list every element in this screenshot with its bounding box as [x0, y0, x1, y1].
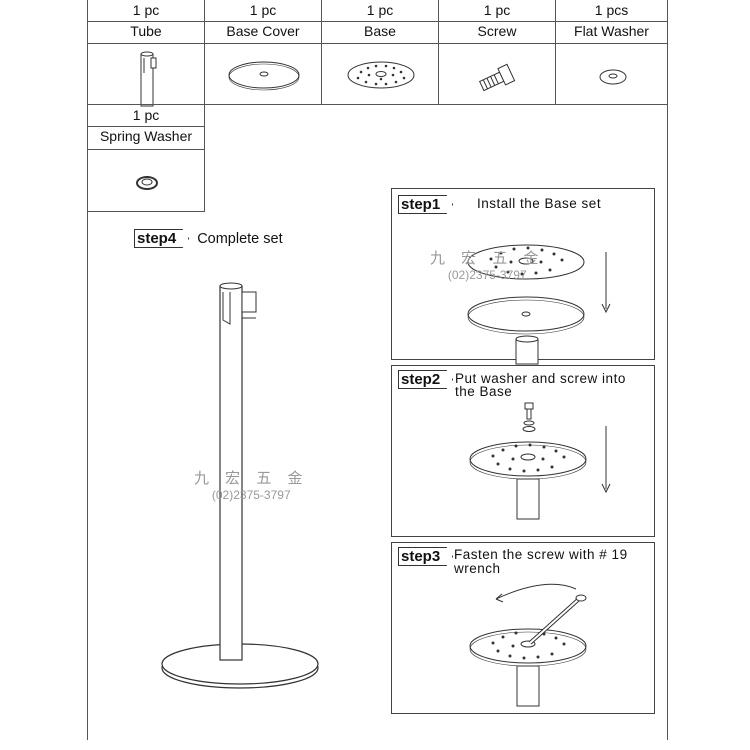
part-name: Base	[364, 23, 396, 39]
step3-box: step3 Fasten the screw with # 19 wrench	[391, 542, 655, 714]
step3-tag: step3	[398, 547, 454, 566]
part-qty: 1 pc	[483, 2, 511, 18]
step2-text-line1: Put washer and screw into	[455, 371, 626, 386]
part-qty: 1 pc	[132, 107, 160, 123]
step2-text-line2: the Base	[455, 384, 513, 399]
part-qty: 1 pc	[366, 2, 394, 18]
part-name: Base Cover	[226, 23, 300, 39]
watermark-main: 九 宏 五 金 (02)2375-3797	[194, 467, 309, 502]
step4-tag: step4	[134, 229, 190, 248]
part-qty: 1 pc	[249, 2, 277, 18]
step4-text: Complete set	[197, 231, 283, 247]
step3-illustration	[469, 583, 587, 707]
step1-heading: step1	[398, 195, 461, 214]
base-icon	[347, 61, 415, 89]
part-cell-screw: 1 pc Screw	[438, 0, 556, 105]
step3-heading: step3	[398, 547, 461, 566]
step1-text: Install the Base set	[477, 196, 602, 211]
base-cover-icon	[228, 61, 300, 91]
watermark-phone: (02)2375-3797	[447, 268, 527, 282]
part-cell-base-cover: 1 pc Base Cover	[204, 0, 322, 105]
part-qty: 1 pcs	[594, 2, 629, 18]
flat-washer-icon	[599, 69, 627, 85]
step2-tag: step2	[398, 370, 454, 389]
screw-icon	[479, 63, 516, 92]
part-cell-spring-washer: 1 pc Spring Washer	[87, 104, 205, 212]
document-frame	[87, 0, 668, 740]
step4-heading: step4 Complete set	[134, 229, 283, 248]
step2-box: step2 Put washer and screw into the Base	[391, 365, 655, 537]
step1-box: step1 Install the Base set 九 宏 五 金 (02)2…	[391, 188, 655, 365]
watermark-phone: (02)2375-3797	[211, 488, 291, 502]
tube-icon	[140, 51, 157, 107]
step2-illustration	[469, 402, 611, 520]
step3-text-line2: wrench	[454, 561, 501, 576]
part-cell-flat-washer: 1 pcs Flat Washer	[555, 0, 668, 105]
watermark-chinese: 九 宏 五 金	[194, 470, 309, 487]
step1-tag: step1	[398, 195, 454, 214]
part-name: Flat Washer	[574, 23, 649, 39]
part-name: Screw	[477, 23, 517, 39]
part-cell-base: 1 pc Base	[321, 0, 439, 105]
complete-stanchion-illustration	[161, 282, 319, 689]
watermark-step1: 九 宏 五 金 (02)2375-3797	[430, 247, 545, 282]
part-name: Spring Washer	[99, 128, 193, 144]
part-cell-tube: 1 pc Tube	[87, 0, 205, 107]
step1-illustration	[467, 244, 611, 365]
spring-washer-icon	[136, 176, 158, 190]
step2-heading: step2	[398, 370, 461, 389]
watermark-chinese: 九 宏 五 金	[430, 250, 545, 267]
step3-text-line1: Fasten the screw with # 19	[454, 547, 628, 562]
part-name: Tube	[130, 23, 162, 39]
part-qty: 1 pc	[132, 2, 160, 18]
